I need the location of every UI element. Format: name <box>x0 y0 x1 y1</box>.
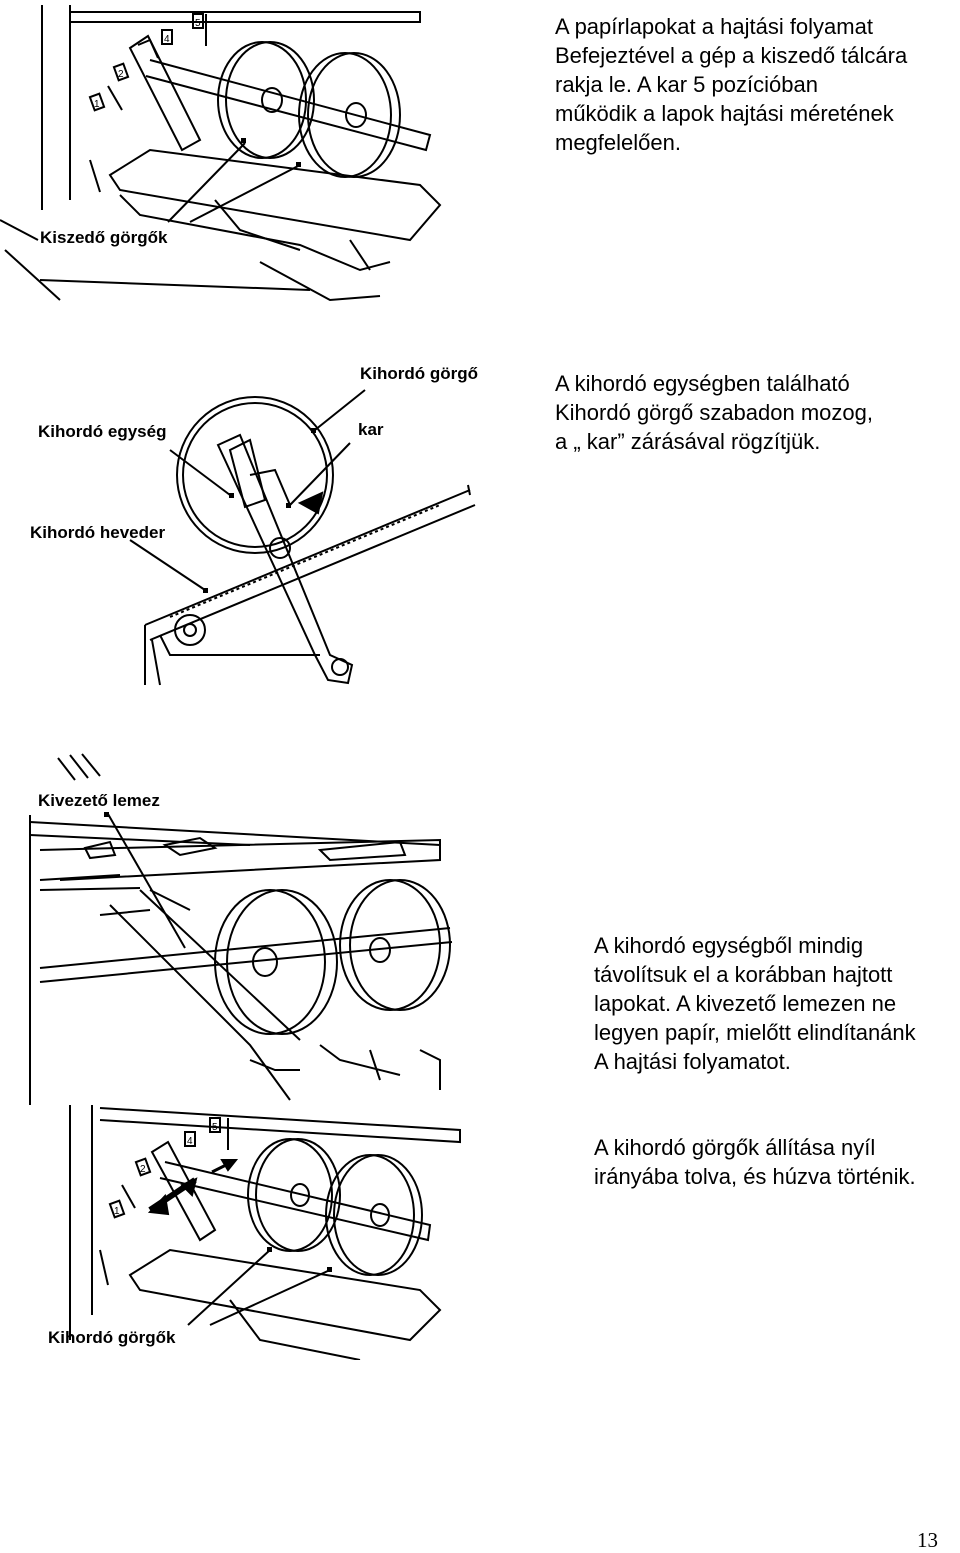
position-scale: 1 2 4 5 <box>108 1117 229 1219</box>
position-2: 2 <box>140 1164 146 1175</box>
label-lever: kar <box>358 420 384 439</box>
position-4: 4 <box>164 34 170 45</box>
paragraph-guide: A kihordó egységből mindig távolítsuk el… <box>594 933 916 1074</box>
label-pickup-rollers: Kiszedő görgők <box>40 228 168 247</box>
delivery-rollers-figure: 1 2 4 5 Kihordó görgők <box>0 1100 540 1360</box>
paragraph-pickup: A papírlapokat a hajtási folyamat Befeje… <box>555 14 908 155</box>
paragraph-delivery-rollers: A kihordó görgők állítása nyíl irányába … <box>594 1135 916 1189</box>
position-5: 5 <box>195 18 201 29</box>
guide-plate-figure: Kivezető lemez <box>0 750 560 1120</box>
position-scale: 1 2 4 5 <box>88 13 207 112</box>
position-4: 4 <box>187 1136 193 1147</box>
pickup-rollers-figure: 1 2 4 5 Kiszedő görgők <box>0 0 540 310</box>
delivery-unit-figure: Kihordó görgő Kihordó egység kar Kihordó… <box>0 355 520 695</box>
label-delivery-rollers: Kihordó görgők <box>48 1328 176 1347</box>
position-2: 2 <box>118 69 124 80</box>
label-delivery-belt: Kihordó heveder <box>30 523 165 542</box>
position-5: 5 <box>212 1122 218 1133</box>
position-1: 1 <box>94 99 100 110</box>
page-number: 13 <box>917 1528 938 1552</box>
label-delivery-roller: Kihordó görgő <box>360 364 478 383</box>
position-1: 1 <box>114 1206 120 1217</box>
label-delivery-unit: Kihordó egység <box>38 422 166 441</box>
label-guide-plate: Kivezető lemez <box>38 791 160 810</box>
paragraph-unit: A kihordó egységben található Kihordó gö… <box>555 371 873 454</box>
